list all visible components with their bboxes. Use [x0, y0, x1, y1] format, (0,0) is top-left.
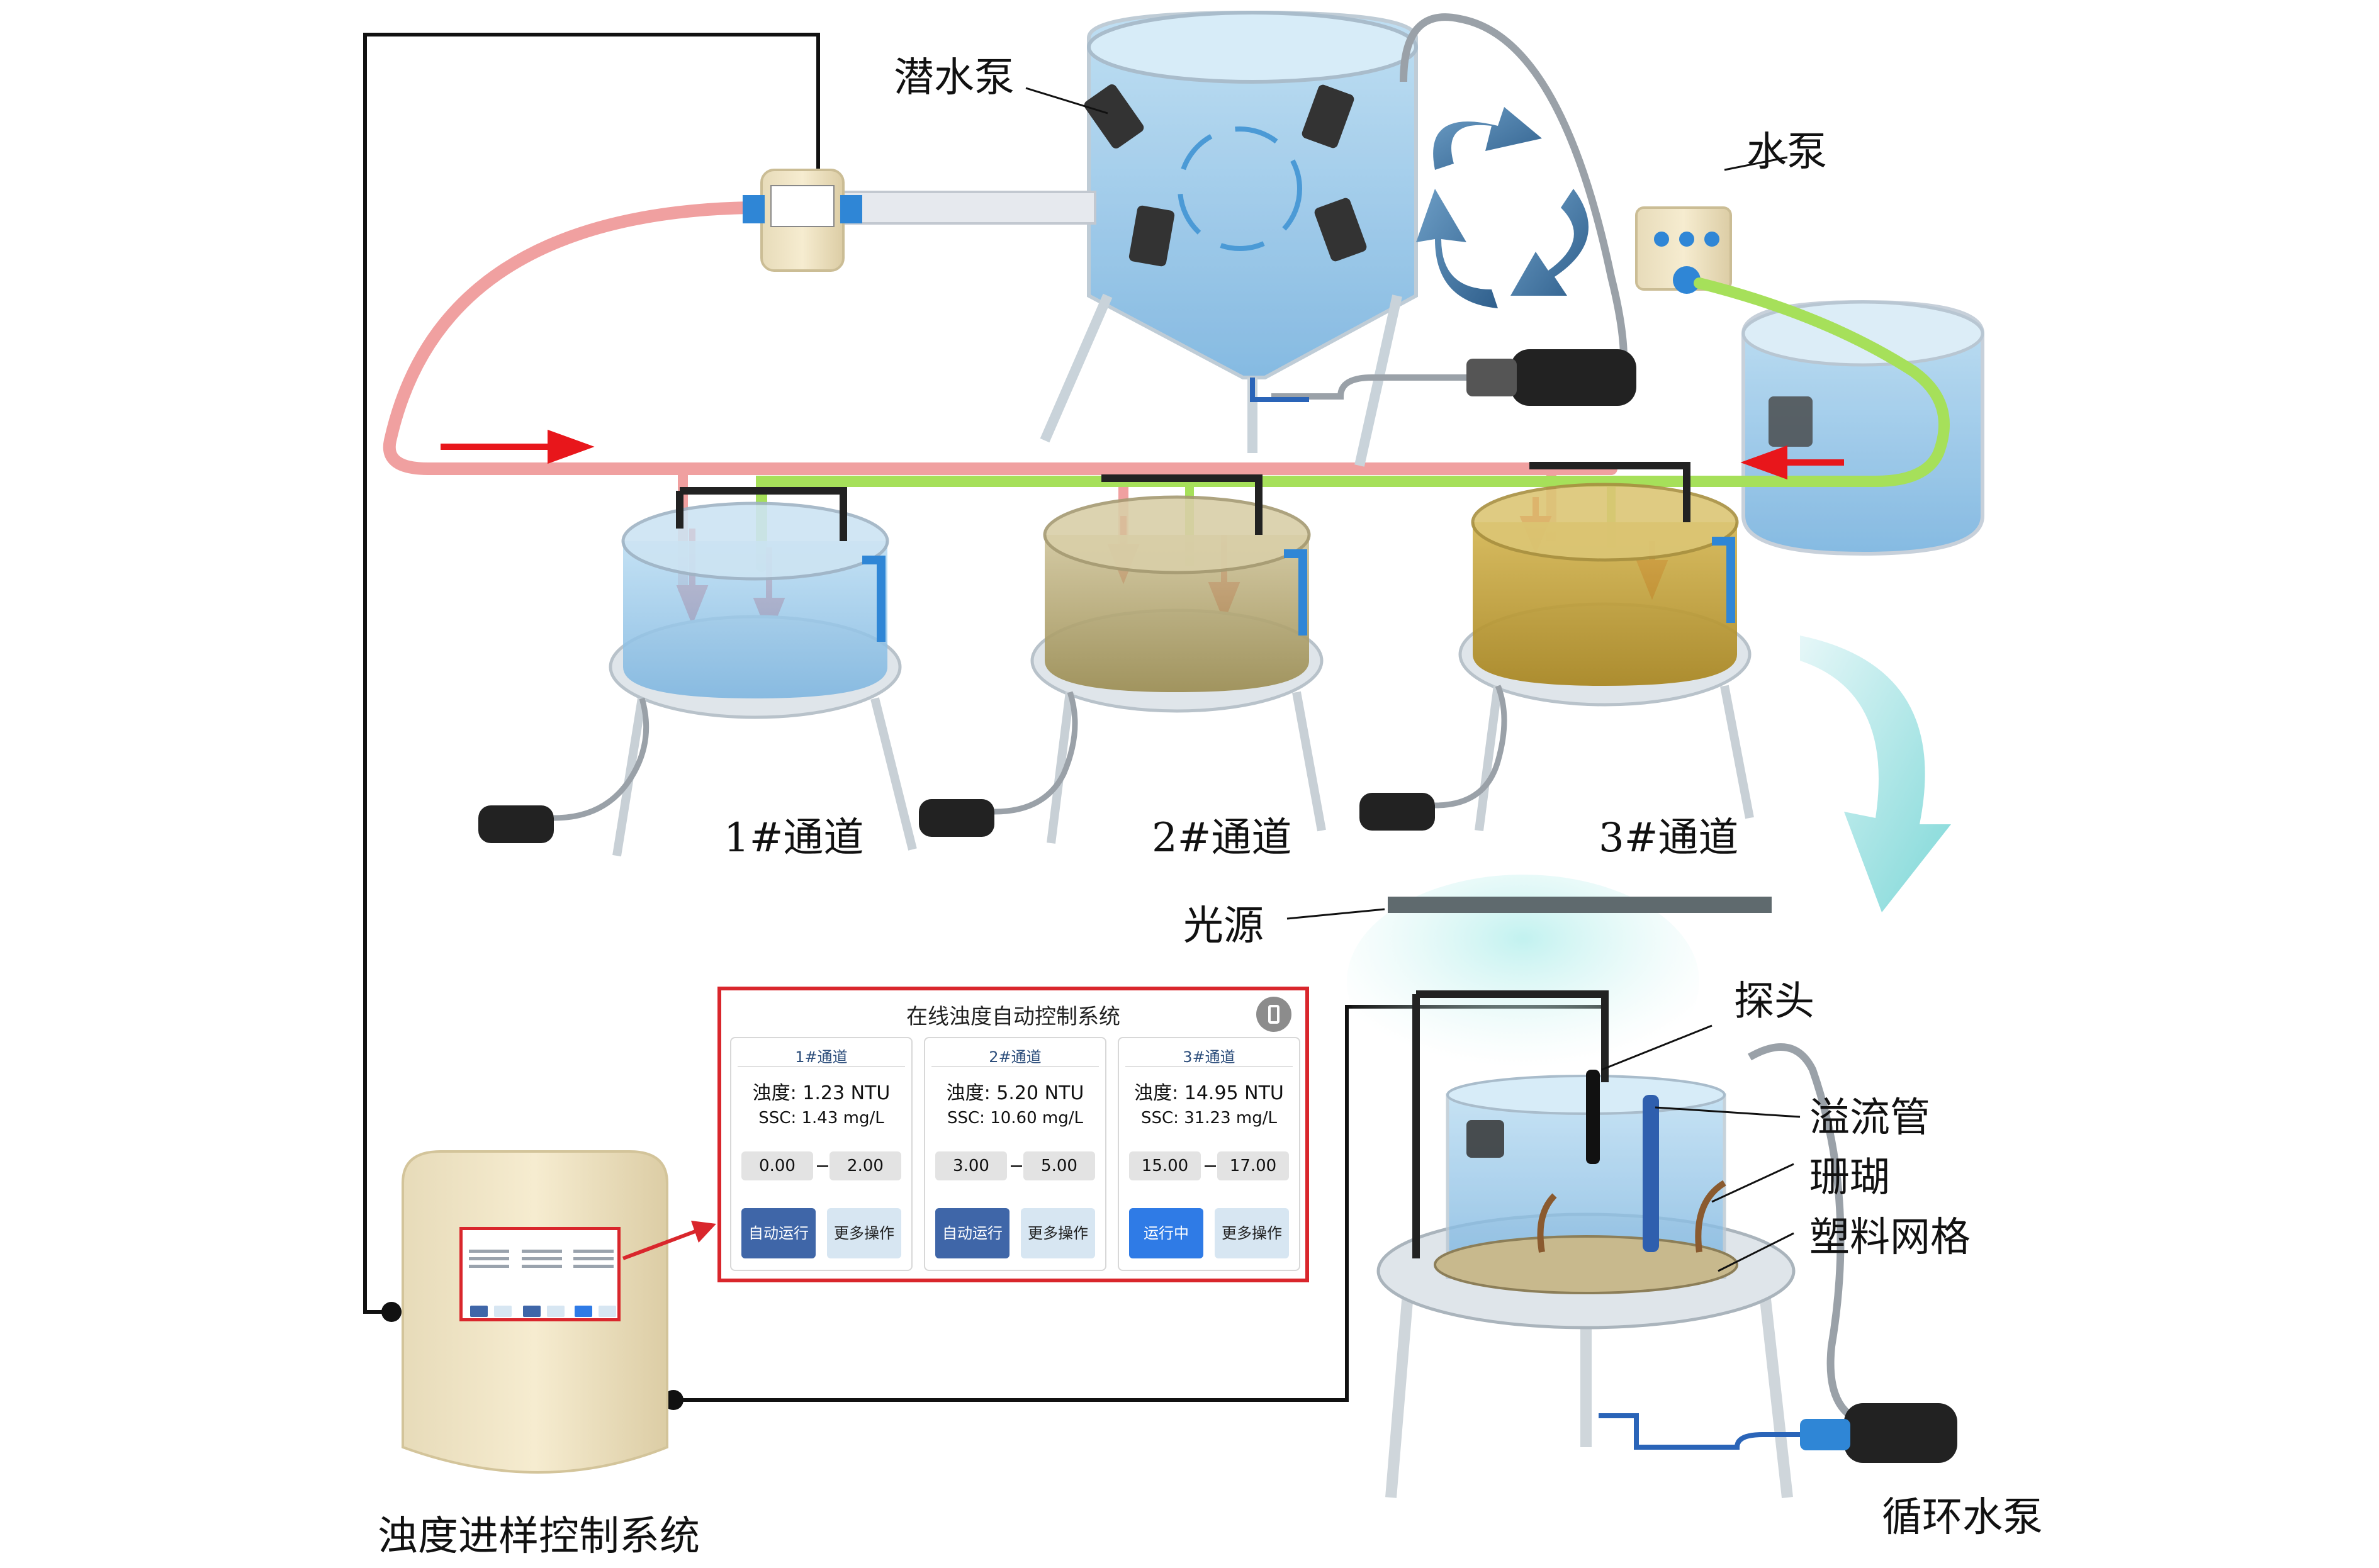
more-actions-button[interactable]: 更多操作	[1021, 1208, 1095, 1258]
label-coral: 珊瑚	[1809, 1155, 1890, 1201]
more-actions-button[interactable]: 更多操作	[827, 1208, 901, 1258]
label-channel-2: 2#通道	[1152, 815, 1292, 861]
inline-sensor-device	[743, 169, 862, 272]
water-pump-box	[1635, 206, 1732, 294]
range-high-field[interactable]: 2.00	[830, 1151, 901, 1180]
range-dash	[817, 1165, 828, 1167]
card-title: 1#通道	[795, 1048, 848, 1066]
light-glow	[1347, 875, 1699, 1089]
card-title: 2#通道	[989, 1048, 1042, 1066]
auto-run-button[interactable]: 自动运行	[935, 1208, 1010, 1258]
label-sampling-control-system: 浊度进样控制系统	[378, 1513, 700, 1560]
label-light-source: 光源	[1183, 903, 1264, 949]
turbidity-value: 浊度: 5.20 NTU	[946, 1082, 1084, 1104]
label-probe: 探头	[1734, 978, 1814, 1025]
coral-tank	[1376, 990, 1957, 1498]
range-low-field[interactable]: 15.00	[1129, 1151, 1201, 1180]
channel-card-1: 1#通道 浊度: 1.23 NTU SSC: 1.43 mg/L 0.00 2.…	[730, 1037, 913, 1271]
card-title: 3#通道	[1183, 1048, 1235, 1066]
turbidity-value: 浊度: 1.23 NTU	[752, 1082, 891, 1104]
label-channel-1: 1#通道	[724, 815, 864, 861]
head-tank	[1040, 10, 1418, 467]
channel-tank-1	[478, 487, 917, 857]
range-high-field[interactable]: 17.00	[1217, 1151, 1289, 1180]
label-channel-3: 3#通道	[1599, 815, 1739, 861]
channel-card-2: 2#通道 浊度: 5.20 NTU SSC: 10.60 mg/L 3.00 5…	[924, 1037, 1106, 1271]
label-submersible-pump: 潜水泵	[894, 55, 1015, 101]
pump-hose	[1400, 13, 1628, 406]
overflow-pipe-body	[1643, 1095, 1659, 1252]
range-high-field[interactable]: 5.00	[1023, 1151, 1095, 1180]
channel-tank-2	[919, 474, 1326, 844]
range-low-field[interactable]: 0.00	[741, 1151, 813, 1180]
light-source-bar	[1388, 897, 1772, 913]
turbidity-value: 浊度: 14.95 NTU	[1134, 1082, 1284, 1104]
circulation-pump-body	[1844, 1403, 1957, 1463]
ssc-value: SSC: 31.23 mg/L	[1141, 1109, 1277, 1128]
running-button[interactable]: 运行中	[1129, 1208, 1203, 1258]
device-mini-screen	[459, 1227, 621, 1321]
range-dash	[1205, 1165, 1216, 1167]
callout-lines	[1025, 87, 1801, 1272]
label-overflow-pipe: 溢流管	[1809, 1095, 1930, 1141]
transfer-arrow	[1800, 636, 1951, 912]
range-dash	[1011, 1165, 1022, 1167]
ssc-value: SSC: 1.43 mg/L	[758, 1109, 884, 1128]
ssc-value: SSC: 10.60 mg/L	[947, 1109, 1083, 1128]
label-plastic-grid: 塑料网格	[1809, 1214, 1971, 1261]
channel-tank-3	[1359, 462, 1754, 831]
label-circulation-pump: 循环水泵	[1882, 1494, 2043, 1541]
divider	[1125, 1066, 1293, 1067]
channel-card-3: 3#通道 浊度: 14.95 NTU SSC: 31.23 mg/L 15.00…	[1118, 1037, 1300, 1271]
panel-title: 在线浊度自动控制系统	[906, 1004, 1120, 1029]
turbid-inflow-pipe	[383, 201, 1617, 475]
label-water-pump: 水泵	[1746, 129, 1827, 176]
probe-body	[1586, 1070, 1600, 1164]
circulation-icon	[1416, 107, 1589, 308]
wire-node	[381, 1302, 402, 1322]
divider	[931, 1066, 1099, 1067]
submersible-pump-unit	[1250, 349, 1636, 406]
phone-icon[interactable]	[1256, 997, 1291, 1032]
control-panel: 在线浊度自动控制系统 1#通道 浊度: 1.23 NTU SSC: 1.43 m…	[717, 987, 1309, 1282]
divider	[738, 1066, 905, 1067]
clear-return-pipe	[756, 277, 1950, 572]
more-actions-button[interactable]: 更多操作	[1215, 1208, 1289, 1258]
range-low-field[interactable]: 3.00	[935, 1151, 1007, 1180]
auto-run-button[interactable]: 自动运行	[741, 1208, 816, 1258]
